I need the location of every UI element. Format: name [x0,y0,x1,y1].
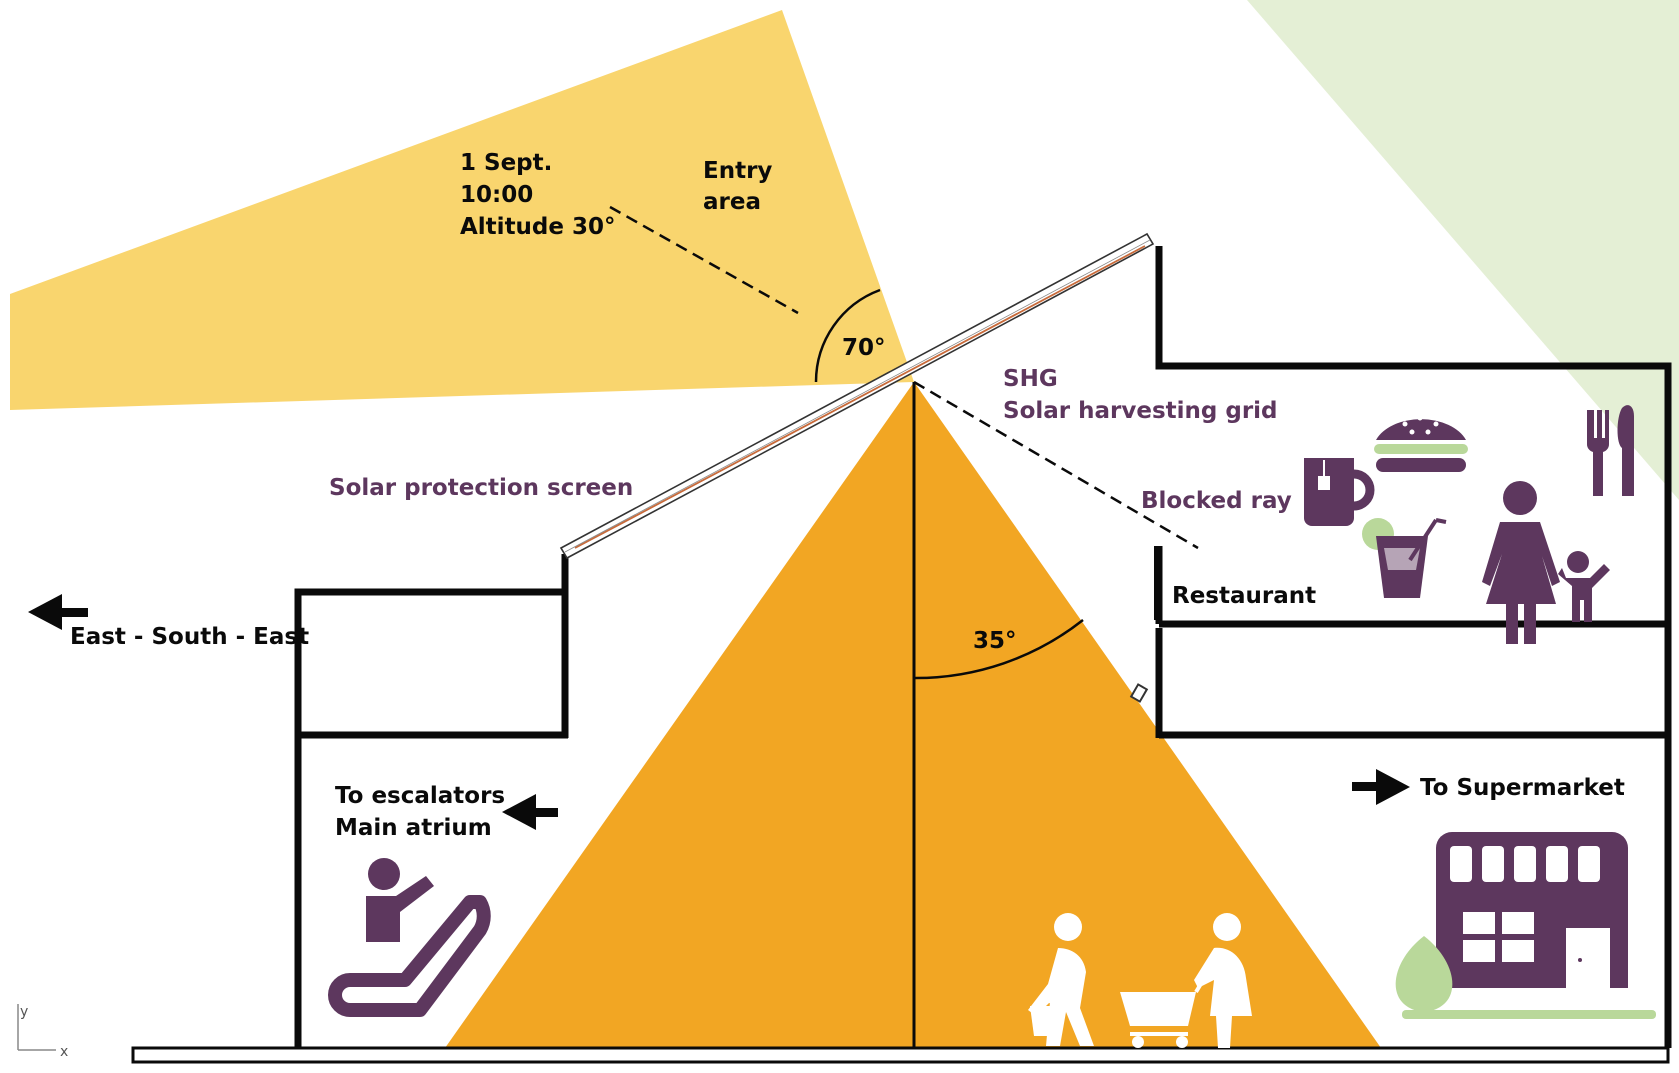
blocked-ray-label: Blocked ray [1141,488,1292,514]
supermarket-label: To Supermarket [1420,775,1625,801]
sensor-bracket [1129,683,1149,703]
altitude-label: Altitude 30° [460,214,616,240]
arrow-right-icon [1352,769,1410,805]
tree-icon [1395,936,1453,1016]
time-label: 10:00 [460,182,533,208]
axis-x-label: x [60,1044,68,1060]
cutlery-icon [1586,405,1634,496]
sun-angle-wedge [10,10,914,410]
drink-icon [1362,518,1447,598]
shopper-cart-icon [1120,913,1252,1048]
angle-arc-70 [814,288,881,383]
shg-label: SHG [1003,366,1058,392]
solar-protection-screen [559,232,1155,560]
mother-child-icon [1482,481,1610,644]
date-label: 1 Sept. [460,150,552,176]
mug-icon [1304,458,1375,526]
blocked-ray-dashed [913,380,1199,550]
burger-icon [1374,415,1468,472]
axis-gizmo [17,1004,56,1051]
arrow-left-icon [28,594,88,630]
escalators-label-1: To escalators [335,783,505,809]
ground-strip-green [1402,1010,1656,1019]
shg-desc-label: Solar harvesting grid [1003,398,1278,424]
angle-70-label: 70° [842,335,886,361]
escalator-icon [328,858,491,1017]
store-icon [1436,832,1628,988]
shopper-basket-icon [1028,913,1094,1046]
green-sky-wedge [1247,0,1679,500]
restaurant-label: Restaurant [1172,583,1316,609]
solar-screen-label: Solar protection screen [329,475,633,501]
entry-label-1: Entry [703,158,772,184]
sun-ray-dashed [609,205,799,315]
ground-slab [131,1046,1670,1064]
entry-label-2: area [703,189,761,215]
building-section [294,246,1672,1048]
angle-arc-35 [913,619,1084,680]
angle-35-label: 35° [973,628,1017,654]
direction-label: East - South - East [70,624,309,650]
axis-y-label: y [20,1004,28,1020]
escalators-label-2: Main atrium [335,815,492,841]
arrow-left-icon [502,794,558,830]
